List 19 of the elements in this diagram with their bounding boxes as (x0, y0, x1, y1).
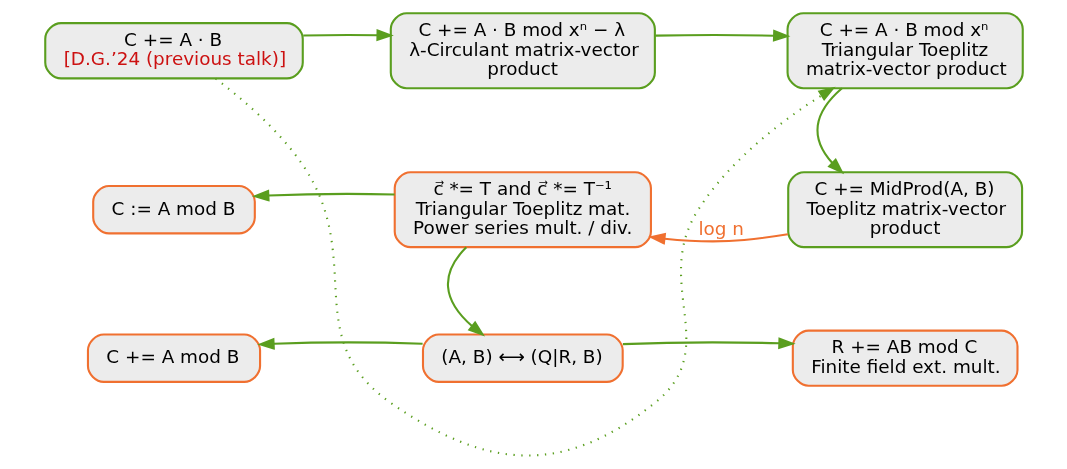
node-box: C := A mod B (91, 185, 256, 235)
arrow (251, 189, 395, 202)
arrow (302, 29, 394, 42)
node-box: C += A · B [D.G.’24 (previous talk)] (43, 22, 304, 80)
node-box: R += AB mod C Finite field ext. mult. (791, 329, 1019, 387)
arrow (647, 232, 788, 245)
arrow (815, 87, 844, 175)
node-box: C += A · B mod xⁿ − λ λ-Circulant matrix-vector product (389, 12, 656, 90)
node-box: C += A · B mod xⁿ Triangular Toeplitz matrix-vector product (786, 12, 1024, 90)
node-box: (A, B) ⟷ (Q|R, B) (421, 333, 624, 383)
edge-label: log n (697, 217, 744, 239)
node-box: C += MidProd(A, B) Toeplitz matrix-vector product (786, 171, 1023, 249)
arrow (214, 77, 836, 457)
arrow (446, 246, 485, 337)
arrow (256, 337, 423, 350)
arrow (654, 29, 790, 42)
arrow (622, 337, 796, 350)
node-box: c⃗ *= T and c⃗ *= T⁻¹ Triangular Toeplitz mat. Power series mult. / div. (393, 171, 652, 249)
node-box: C += A mod B (86, 333, 261, 383)
